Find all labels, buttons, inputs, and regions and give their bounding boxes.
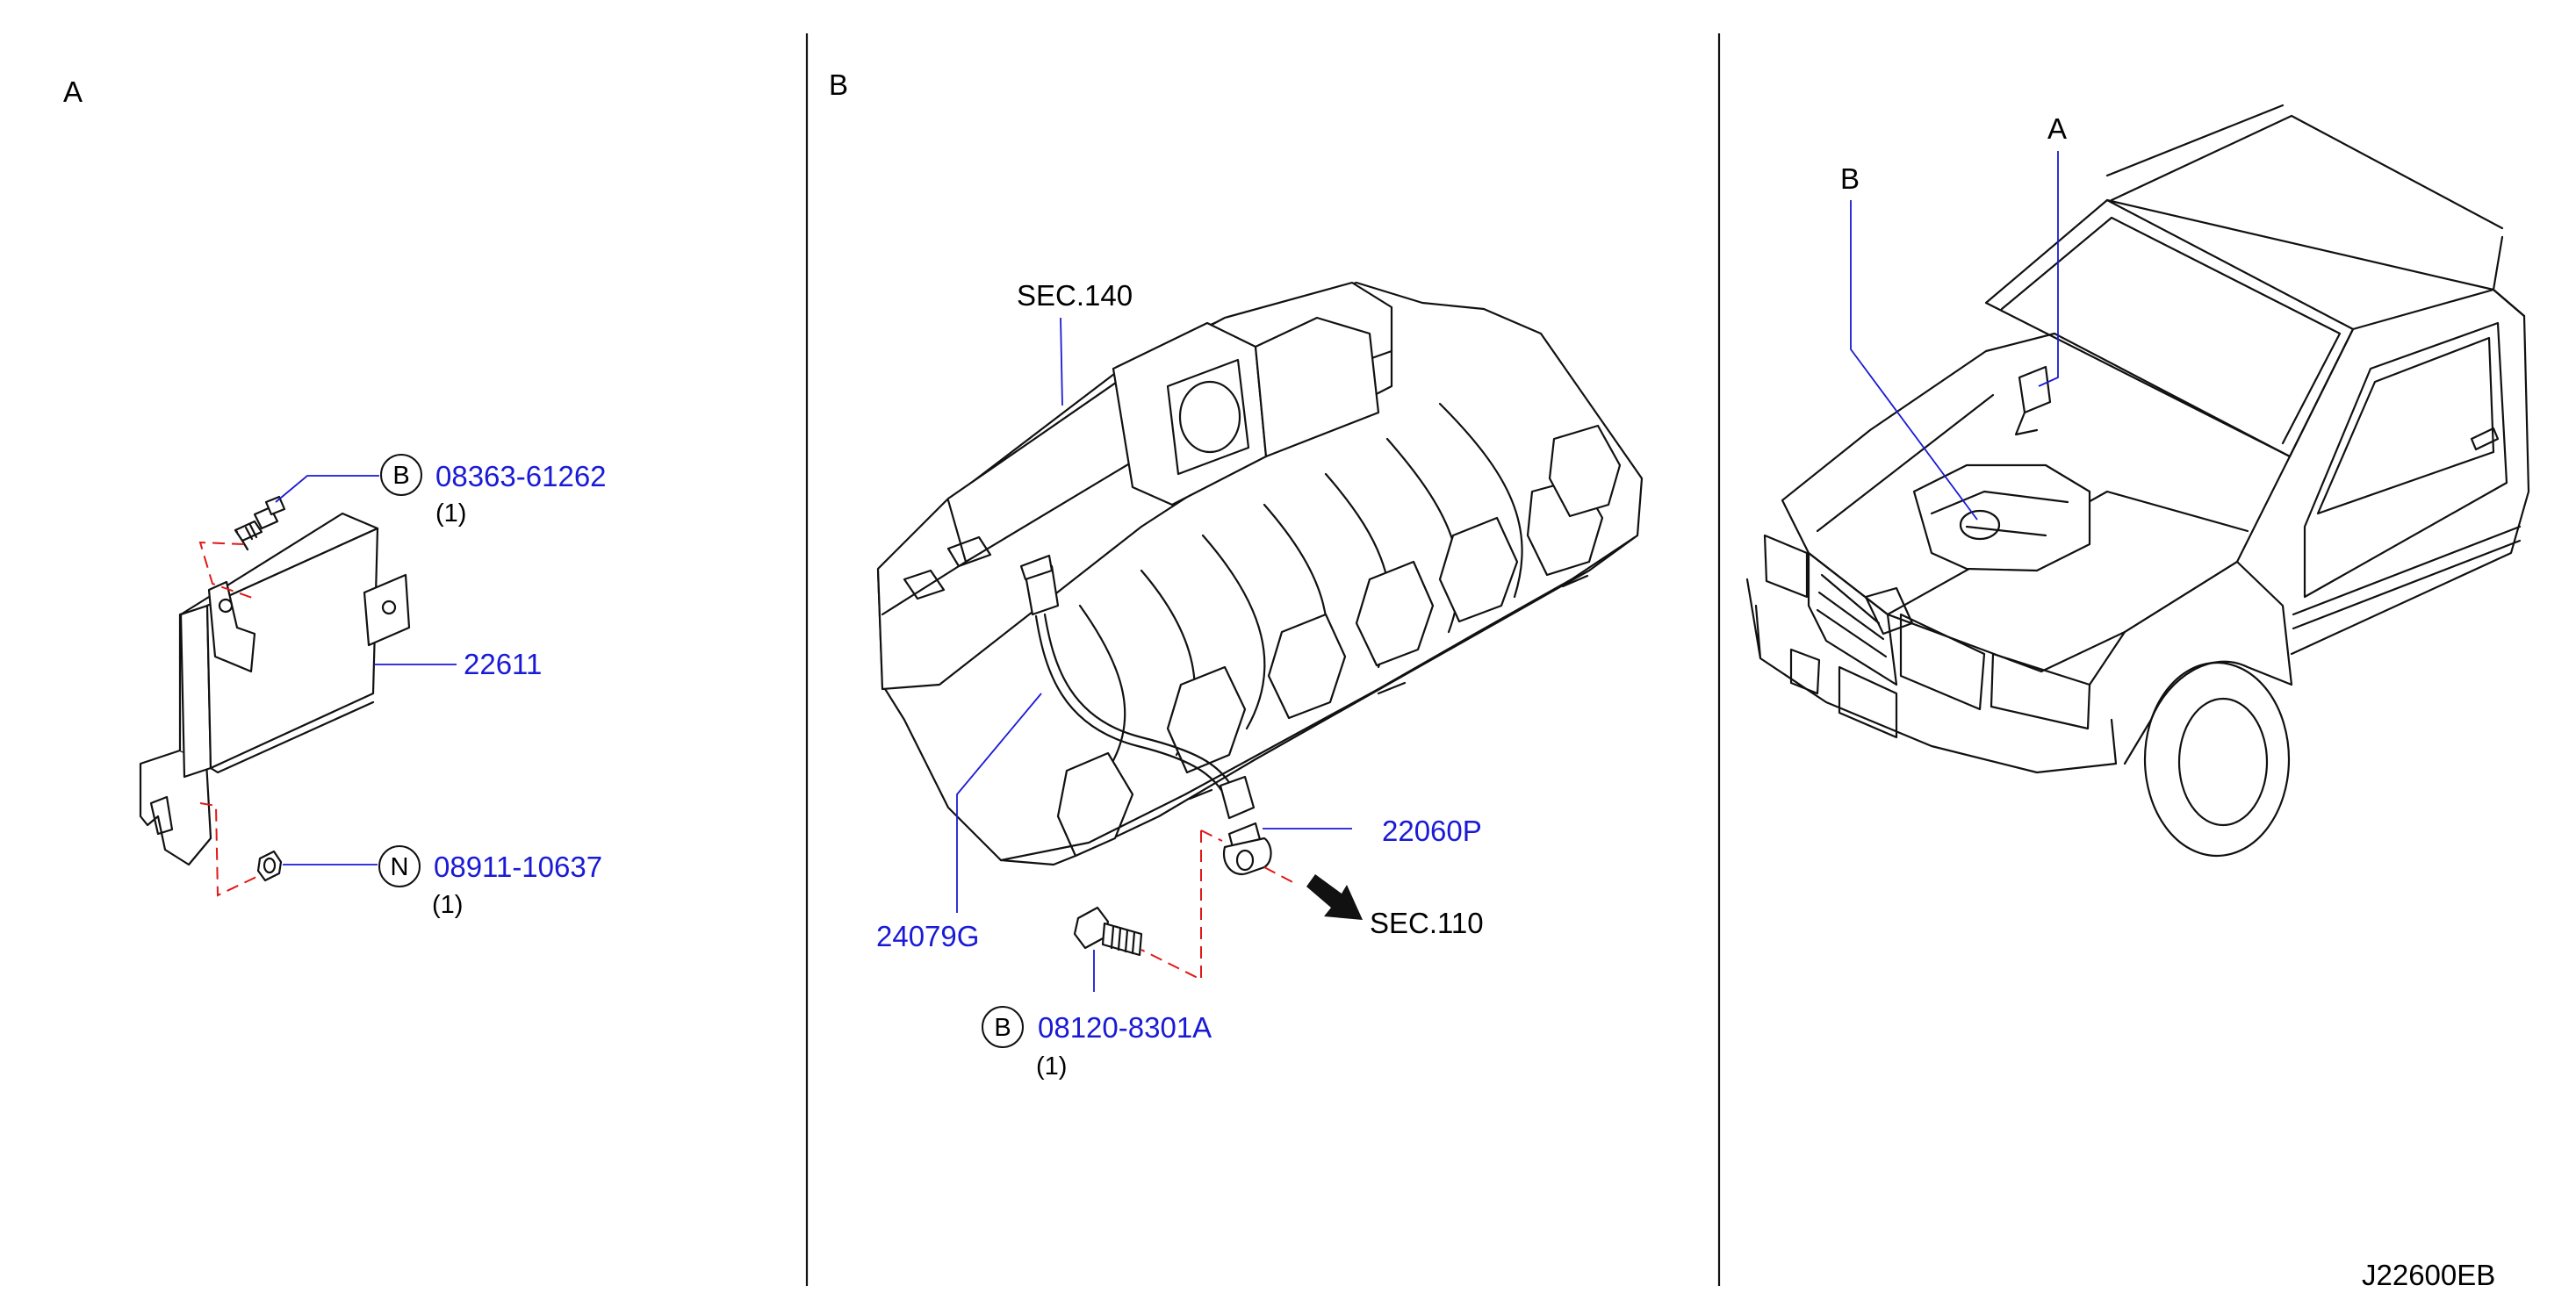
bolt-qty-a: (1) bbox=[435, 499, 466, 528]
vehicle-hood-crease bbox=[1816, 393, 2249, 616]
bolt-marker-b: B bbox=[982, 1006, 1024, 1048]
panel-a-title: A bbox=[63, 75, 83, 108]
vehicle-front-wheel bbox=[2143, 661, 2291, 858]
vehicle-fender bbox=[2088, 560, 2293, 765]
svg-text:B: B bbox=[392, 462, 409, 490]
vehicle-headlight-right bbox=[1990, 652, 2091, 730]
manifold-mount-slots bbox=[1188, 574, 1589, 801]
bolt-part-number-b: 08120-8301A bbox=[1038, 1011, 1212, 1044]
vehicle-grille-slats bbox=[1816, 573, 1888, 658]
ecu-box-side bbox=[205, 527, 379, 770]
port-flange-3 bbox=[1267, 613, 1347, 720]
manifold-runner-1 bbox=[1078, 604, 1126, 774]
nut-part-number: 08911-10637 bbox=[434, 851, 602, 883]
vehicle-front-wheel-hub bbox=[2177, 697, 2269, 827]
manifold-runner-7 bbox=[1438, 402, 1523, 599]
harness-leader bbox=[956, 693, 1042, 913]
vehicle-plate bbox=[1838, 665, 1898, 739]
ecu-part-number: 22611 bbox=[464, 648, 542, 680]
ecu-tab-left-hole bbox=[218, 598, 234, 614]
vehicle-headlight-left bbox=[1763, 534, 1809, 599]
ecu-mount-bolt bbox=[234, 495, 286, 551]
port-flange-7 bbox=[1548, 424, 1622, 518]
engine-bay-component bbox=[1912, 463, 2091, 572]
panel-vehicle: A B bbox=[1745, 104, 2530, 858]
engine-bay-throttle bbox=[1959, 509, 2001, 541]
vehicle-windshield bbox=[1984, 198, 2355, 458]
vehicle-door bbox=[2303, 321, 2508, 599]
nut-marker: N bbox=[378, 845, 421, 887]
diagram-code: J22600EB bbox=[2362, 1259, 2495, 1291]
vehicle-ecu-bracket bbox=[2014, 411, 2039, 436]
sensor-install-dash bbox=[1140, 829, 1299, 981]
port-flange-5 bbox=[1438, 516, 1519, 623]
manifold-lower-rail bbox=[999, 535, 1637, 862]
ecu-tab-right bbox=[363, 573, 411, 647]
throttle-bore bbox=[1178, 380, 1241, 454]
panel-a: A B 08363-61262 (1) 226 bbox=[63, 75, 607, 919]
vehicle-callout-a: A bbox=[2047, 112, 2067, 145]
knock-sensor bbox=[1222, 822, 1272, 876]
ecu-box-front bbox=[179, 604, 212, 779]
sensor-mount-bolt bbox=[1073, 906, 1143, 957]
sec-140-label: SEC.140 bbox=[1017, 279, 1133, 312]
sec-140-leader bbox=[1060, 317, 1063, 406]
ecu-bracket-slot bbox=[149, 795, 174, 836]
panel-b-title: B bbox=[829, 68, 848, 101]
vehicle-body-side bbox=[2288, 288, 2530, 656]
vehicle-callout-a-leader bbox=[2038, 151, 2059, 387]
vehicle-door-handle bbox=[2470, 427, 2500, 451]
nut-install-dash bbox=[199, 802, 264, 897]
vehicle-door-window bbox=[2316, 336, 2495, 515]
ecu-tab-right-hole bbox=[381, 600, 397, 615]
vehicle-grille-right bbox=[1899, 613, 1986, 711]
sensor-part-number: 22060P bbox=[1382, 815, 1482, 847]
vehicle-windshield-inner bbox=[2000, 216, 2342, 445]
bolt-install-dash-a bbox=[198, 541, 255, 600]
vehicle-bumper bbox=[1745, 578, 2118, 774]
manifold-runner-3 bbox=[1201, 534, 1266, 730]
svg-text:B: B bbox=[994, 1014, 1011, 1042]
port-flange-2 bbox=[1166, 665, 1247, 774]
bolt-part-number-a: 08363-61262 bbox=[435, 460, 607, 492]
svg-text:N: N bbox=[391, 853, 409, 881]
sec-110-label: SEC.110 bbox=[1370, 907, 1484, 939]
bolt-leader-a bbox=[275, 475, 379, 503]
engine-bay-component-top bbox=[1930, 490, 2069, 537]
vehicle-callout-b: B bbox=[1840, 162, 1860, 195]
plenum-cover-notch bbox=[903, 535, 992, 600]
vehicle-fog-lamp bbox=[1789, 648, 1821, 695]
harness-part-number: 24079G bbox=[876, 920, 979, 952]
vehicle-roof bbox=[2105, 104, 2526, 318]
vehicle-callout-b-leader bbox=[1850, 200, 1978, 521]
harness-connector-top-cap bbox=[1019, 554, 1054, 581]
vehicle-ecu-location bbox=[2018, 365, 2052, 414]
panel-b: B bbox=[829, 68, 1644, 1081]
harness-connector-bottom bbox=[1219, 775, 1256, 820]
vehicle-side-trim bbox=[2292, 525, 2522, 630]
sec-110-arrow bbox=[1306, 874, 1363, 920]
sensor-harness-wire-2 bbox=[1034, 614, 1226, 796]
vehicle-badge bbox=[1864, 586, 1914, 636]
sensor-harness-wire bbox=[1043, 613, 1235, 792]
ecu-mount-nut bbox=[256, 850, 283, 882]
bolt-marker-a: B bbox=[380, 454, 422, 496]
vehicle-grille bbox=[1807, 551, 1898, 686]
bolt-qty-b: (1) bbox=[1036, 1052, 1067, 1081]
port-flange-4 bbox=[1355, 560, 1435, 667]
nut-qty: (1) bbox=[432, 891, 463, 919]
throttle-bracket bbox=[1254, 316, 1380, 458]
ecu-box-edge bbox=[209, 700, 375, 774]
